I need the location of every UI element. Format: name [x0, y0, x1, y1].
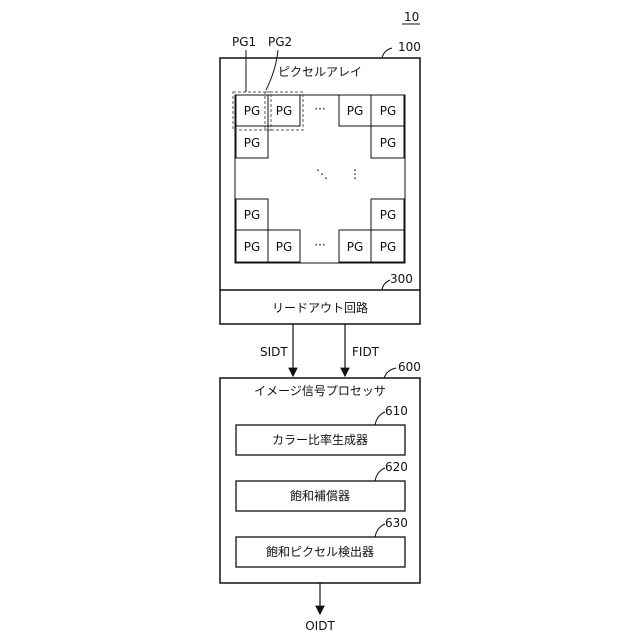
- isp-title: イメージ信号プロセッサ: [254, 384, 386, 398]
- saturation-compensator-label: 飽和補償器: [290, 488, 350, 503]
- pg2-leader: [266, 50, 278, 90]
- pg2-label: PG2: [268, 35, 292, 49]
- pixel-label-r4c5: PG: [380, 240, 397, 254]
- pixel-label-r1c5: PG: [380, 104, 397, 118]
- pixel-label-r2c1: PG: [244, 136, 261, 150]
- pixel-label-r3c1: PG: [244, 208, 261, 222]
- color-ratio-generator-ref: 610: [385, 404, 408, 418]
- pixel-array-ref-leader: [382, 48, 392, 58]
- readout-label: リードアウト回路: [272, 300, 368, 315]
- pixel-array-title: ピクセルアレイ: [278, 65, 362, 79]
- saturated-pixel-detector-leader: [375, 524, 385, 537]
- pixel-label-r4c1: PG: [244, 240, 261, 254]
- pixel-label-r4c4: PG: [347, 240, 364, 254]
- oidt-label: OIDT: [305, 619, 335, 633]
- color-ratio-generator-leader: [375, 412, 385, 425]
- sidt-label: SIDT: [260, 345, 288, 359]
- ellipsis-row4: ···: [314, 238, 325, 252]
- ellipsis-vertical: ⋮: [349, 167, 361, 181]
- saturation-compensator-ref: 620: [385, 460, 408, 474]
- pixel-label-r2c5: PG: [380, 136, 397, 150]
- pixel-array-ref: 100: [398, 40, 421, 54]
- fidt-label: FIDT: [352, 345, 380, 359]
- saturated-pixel-detector-label: 飽和ピクセル検出器: [266, 544, 374, 559]
- saturated-pixel-detector-ref: 630: [385, 516, 408, 530]
- pixel-label-r1c2: PG: [276, 104, 293, 118]
- pixel-label-r3c5: PG: [380, 208, 397, 222]
- pixel-label-r1c4: PG: [347, 104, 364, 118]
- ellipsis-diagonal: ⋱: [316, 167, 328, 181]
- saturation-compensator-leader: [375, 468, 385, 481]
- readout-ref-leader: [382, 280, 390, 290]
- pixel-label-r4c2: PG: [276, 240, 293, 254]
- readout-ref: 300: [390, 272, 413, 286]
- pixel-label-r1c1: PG: [244, 104, 261, 118]
- pg1-label: PG1: [232, 35, 256, 49]
- figure-number: 10: [404, 10, 419, 24]
- ellipsis-row1: ···: [314, 102, 325, 116]
- isp-ref-leader: [384, 368, 396, 378]
- isp-ref: 600: [398, 360, 421, 374]
- color-ratio-generator-label: カラー比率生成器: [272, 432, 368, 447]
